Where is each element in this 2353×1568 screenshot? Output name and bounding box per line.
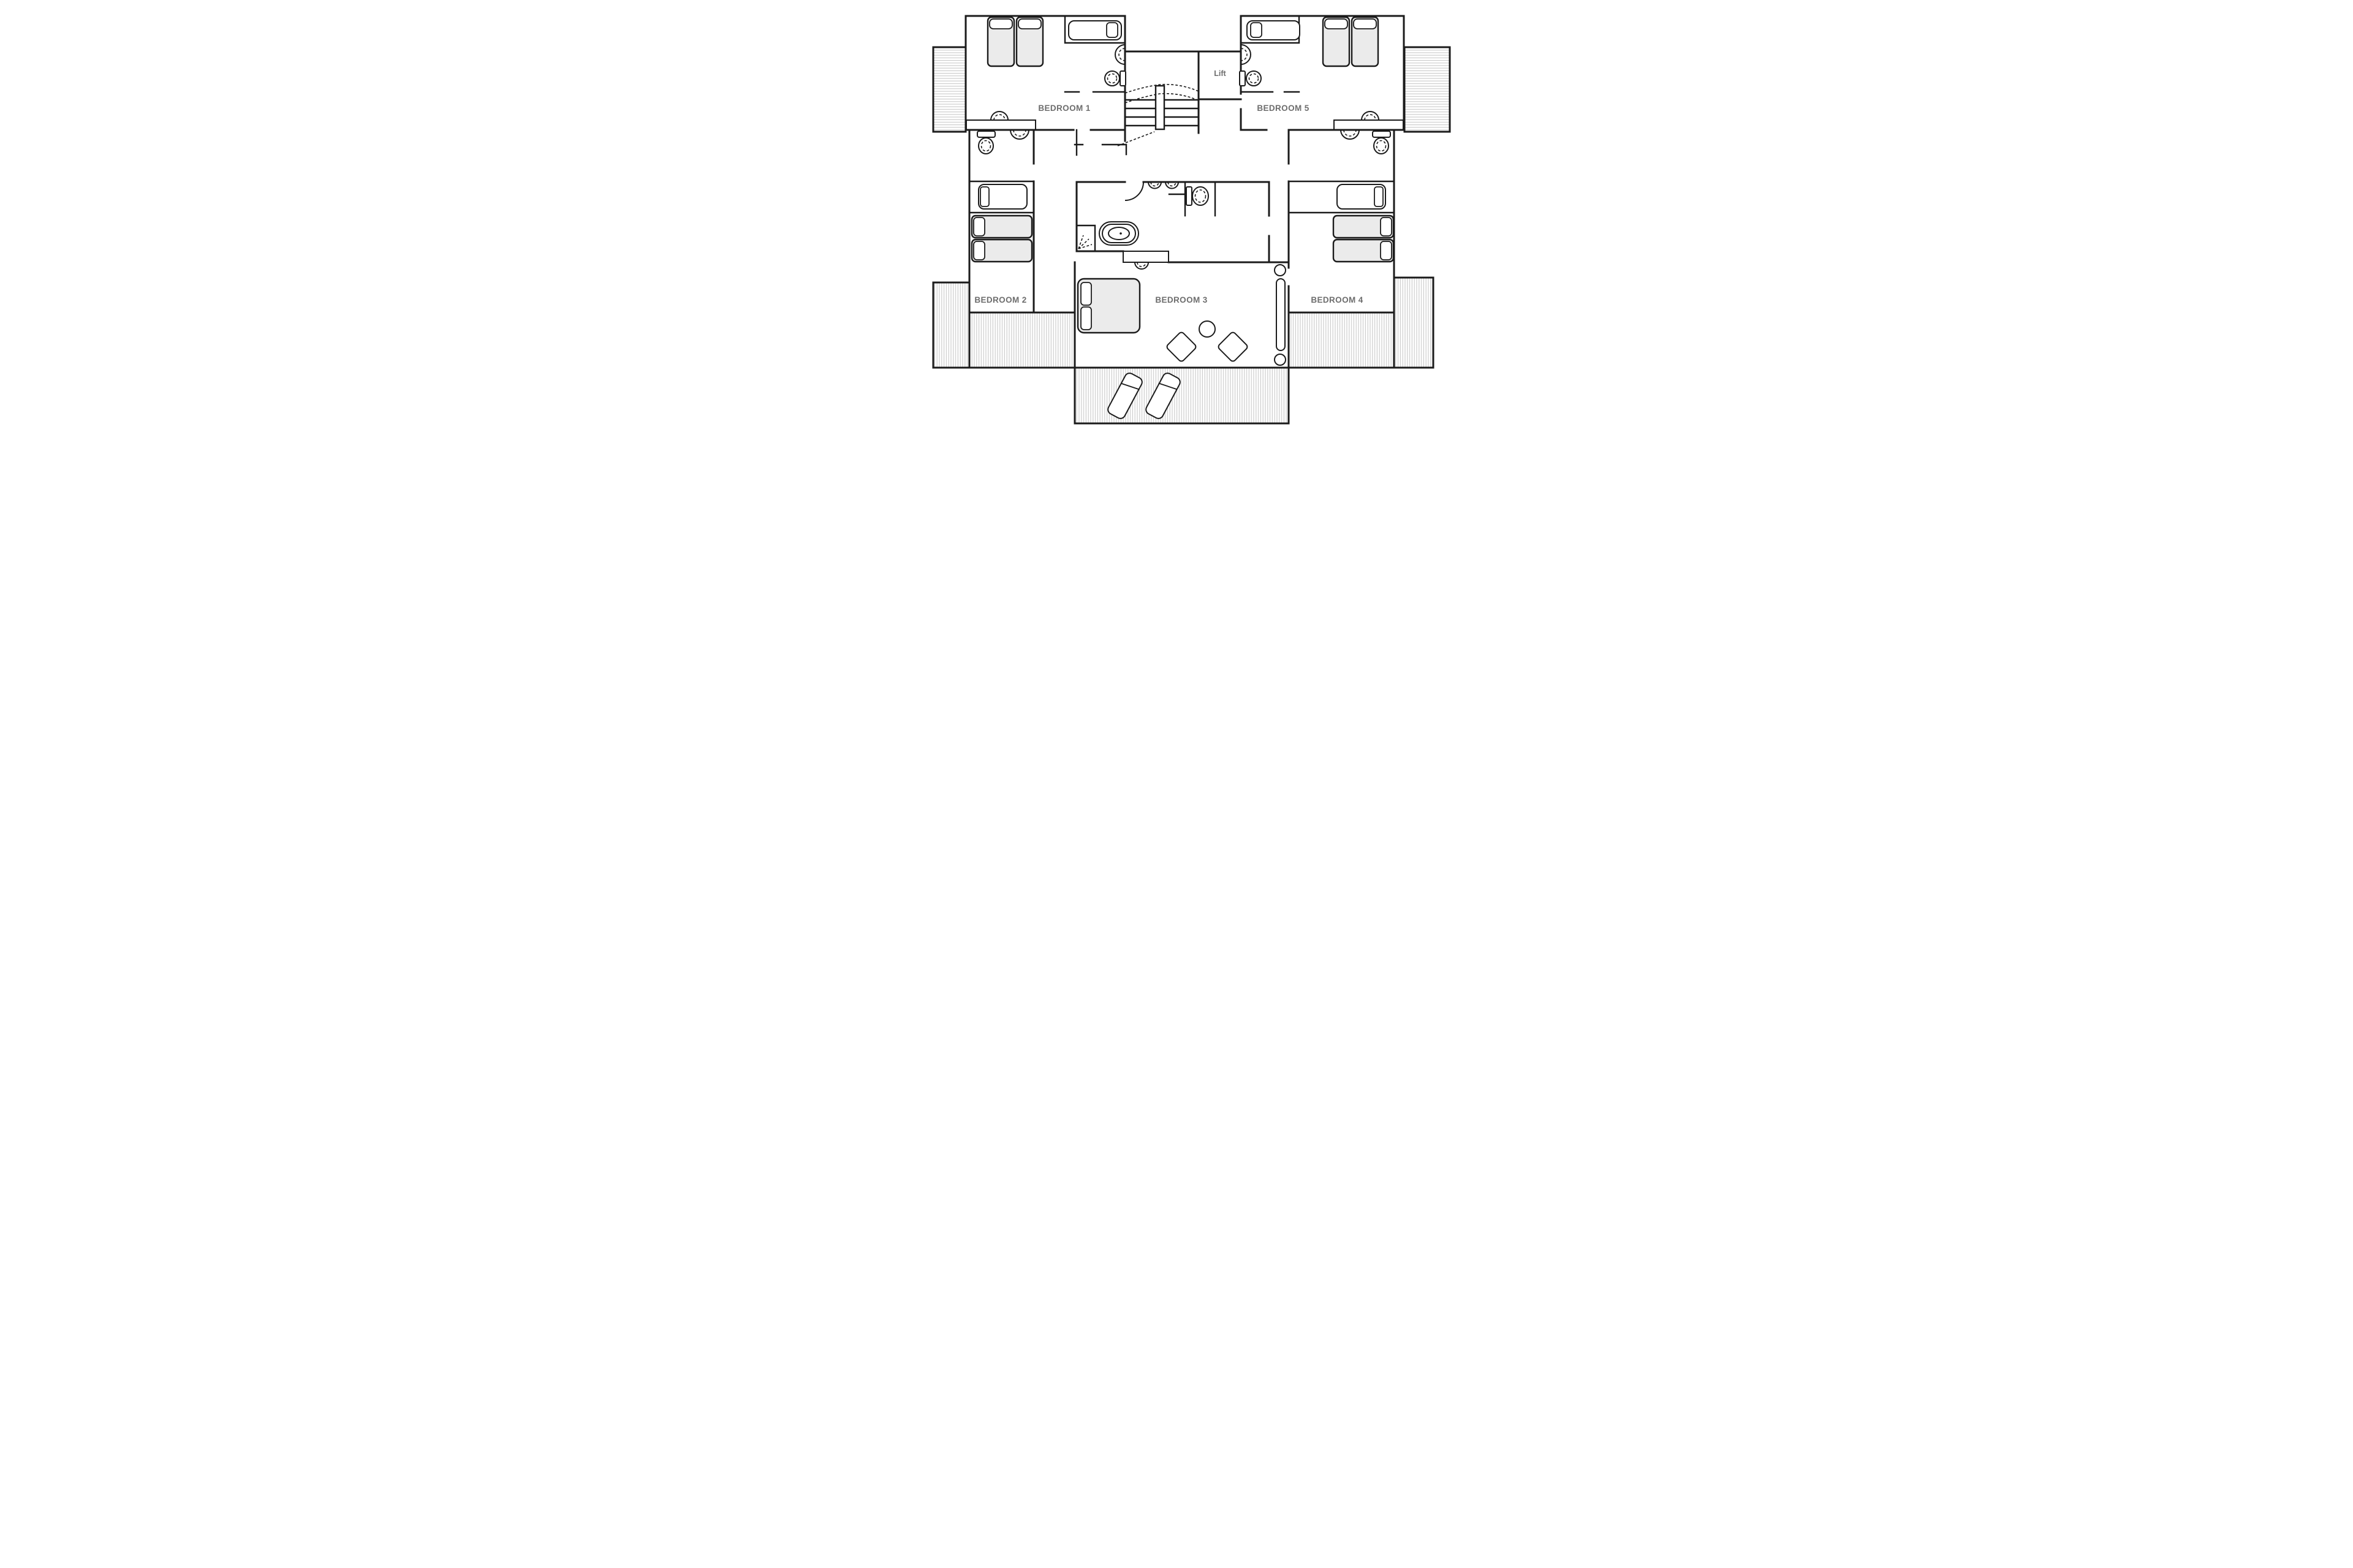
pillow [1018, 18, 1042, 29]
pillow [1250, 22, 1262, 38]
shower-icon [1078, 235, 1093, 249]
bathroom [1078, 181, 1209, 270]
sliding-door [1276, 278, 1286, 351]
toilet-tank [1120, 70, 1126, 86]
bedroom-5-label: BEDROOM 5 [1257, 104, 1309, 113]
chair-icon [1166, 331, 1197, 362]
staircase [1117, 83, 1200, 146]
twin-bed [1322, 16, 1351, 67]
toilet-icon [978, 137, 994, 154]
pillow [1080, 306, 1092, 330]
twin-bed [971, 214, 1033, 239]
bedroom-5: BEDROOM 5 [1239, 16, 1404, 131]
wall-sink-icon [1165, 181, 1179, 189]
wall-sink-icon [1010, 129, 1029, 140]
floor-plan-canvas: BEDROOM 1 BEDROOM 5 Lift BEDROOM [696, 0, 1657, 640]
pillow [1106, 22, 1118, 38]
vanity-counter [1333, 119, 1404, 131]
toilet-tank [1372, 131, 1391, 138]
twin-bed [1015, 16, 1044, 67]
bathroom-counter [1123, 251, 1169, 263]
twin-bed [1332, 238, 1395, 263]
bedroom-4: BEDROOM 4 [1311, 129, 1395, 305]
counter-sink-icon [1361, 111, 1379, 121]
wall-sink-icon [1240, 44, 1251, 65]
vanity-counter [966, 119, 1036, 131]
pillow [1374, 186, 1384, 207]
twin-bed [971, 238, 1033, 263]
wall-sink-icon [1148, 181, 1162, 189]
sun-lounger-icon [1145, 373, 1181, 419]
bedroom-3: BEDROOM 3 [1077, 264, 1286, 366]
twin-bed [987, 16, 1015, 67]
toilet-icon [1373, 137, 1389, 154]
pillow [980, 186, 990, 207]
door-handle-icon [1274, 354, 1286, 366]
twin-bed [1351, 16, 1379, 67]
wall-sink-icon [1340, 129, 1360, 140]
bedroom-4-label: BEDROOM 4 [1311, 295, 1363, 305]
wall-sink-icon [1115, 44, 1126, 65]
stair-cut-line [1117, 131, 1155, 146]
toilet-tank [1186, 186, 1192, 206]
bedroom-3-label: BEDROOM 3 [1155, 295, 1207, 305]
toilet-tank [1239, 70, 1246, 86]
counter-sink-icon [1134, 262, 1149, 270]
twin-bed [1332, 214, 1395, 239]
stair-stringer [1154, 85, 1165, 131]
toilet-icon [1192, 186, 1209, 206]
stair-direction-break-lines [1124, 83, 1199, 104]
counter-sink-icon [990, 111, 1009, 121]
deck-bottom-center [1074, 366, 1290, 425]
chair-icon [1218, 331, 1248, 362]
toilet-tank [977, 131, 996, 138]
bedroom-1: BEDROOM 1 [966, 16, 1126, 131]
pillow [973, 217, 985, 237]
door-handle-icon [1274, 264, 1286, 276]
balcony-top-right [1403, 46, 1451, 133]
double-bed [1077, 278, 1141, 334]
bedroom-2-label: BEDROOM 2 [974, 295, 1026, 305]
balcony-top-left [932, 46, 967, 133]
single-bed [1336, 184, 1386, 210]
toilet-icon [1104, 70, 1120, 86]
pillow [1080, 282, 1092, 306]
interior-walls [964, 15, 1405, 369]
lift-label: Lift [1214, 69, 1226, 78]
stair-treads [1124, 99, 1200, 127]
pillow [1324, 18, 1348, 29]
bedroom-1-label: BEDROOM 1 [1038, 104, 1090, 113]
bedroom-2: BEDROOM 2 [971, 129, 1033, 305]
pillow [1380, 241, 1392, 260]
toilet-icon [1246, 70, 1262, 86]
bathtub-icon [1099, 221, 1139, 246]
round-table-icon [1199, 320, 1216, 338]
sun-lounger-icon [1107, 373, 1143, 419]
single-bed [978, 184, 1028, 210]
door-arc-icon [1124, 181, 1144, 201]
pillow [973, 241, 985, 260]
floor-plan-page: BEDROOM 1 BEDROOM 5 Lift BEDROOM [696, 0, 1657, 640]
pillow [1353, 18, 1377, 29]
pillow [989, 18, 1013, 29]
sun-loungers [1107, 373, 1181, 419]
lift: Lift [1214, 69, 1226, 78]
pillow [1380, 217, 1392, 237]
